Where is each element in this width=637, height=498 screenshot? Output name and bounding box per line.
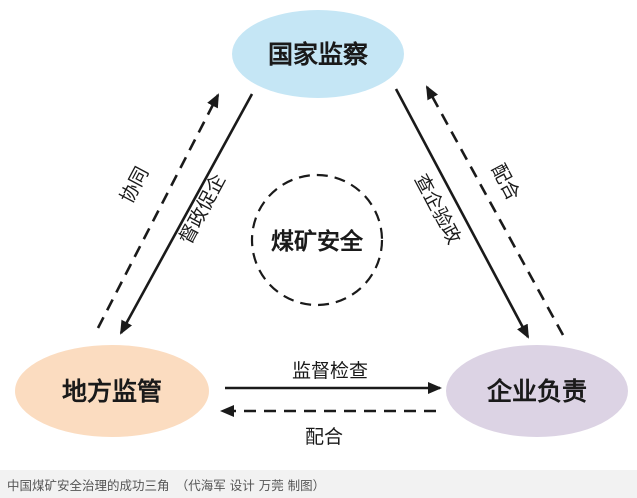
node-right-ellipse [446,345,628,437]
node-top-ellipse [232,10,404,98]
figure-caption: 中国煤矿安全治理的成功三角 （代海军 设计 万莞 制图） [7,478,326,493]
edge-label-bottom-bottom: 配合 [305,426,343,448]
center-label: 煤矿安全 [271,228,364,255]
arrow-right-to-top-dashed [425,85,565,336]
edge-label-bottom-top: 监督检查 [292,360,368,382]
arrow-left-to-top-dashed [96,93,220,329]
edge-label-right-inner: 查企验政 [410,170,465,247]
arrow-top-to-right-solid [394,88,530,339]
safety-triangle-diagram: 国家监察 地方监管 企业负责 煤矿安全 协同 督政促企 查企验政 配合 监督检查… [15,10,628,448]
center-circle [250,173,384,307]
node-right-label: 企业负责 [487,377,587,406]
edge-label-right-outer: 配合 [487,160,524,204]
caption-bar: 中国煤矿安全治理的成功三角 （代海军 设计 万莞 制图） [0,470,637,498]
arrow-top-to-left-solid [119,93,254,335]
node-top-label: 国家监察 [268,40,369,69]
node-left-label: 地方监管 [62,377,162,406]
node-left-ellipse [15,345,209,437]
edge-label-left-outer: 协同 [116,163,153,207]
